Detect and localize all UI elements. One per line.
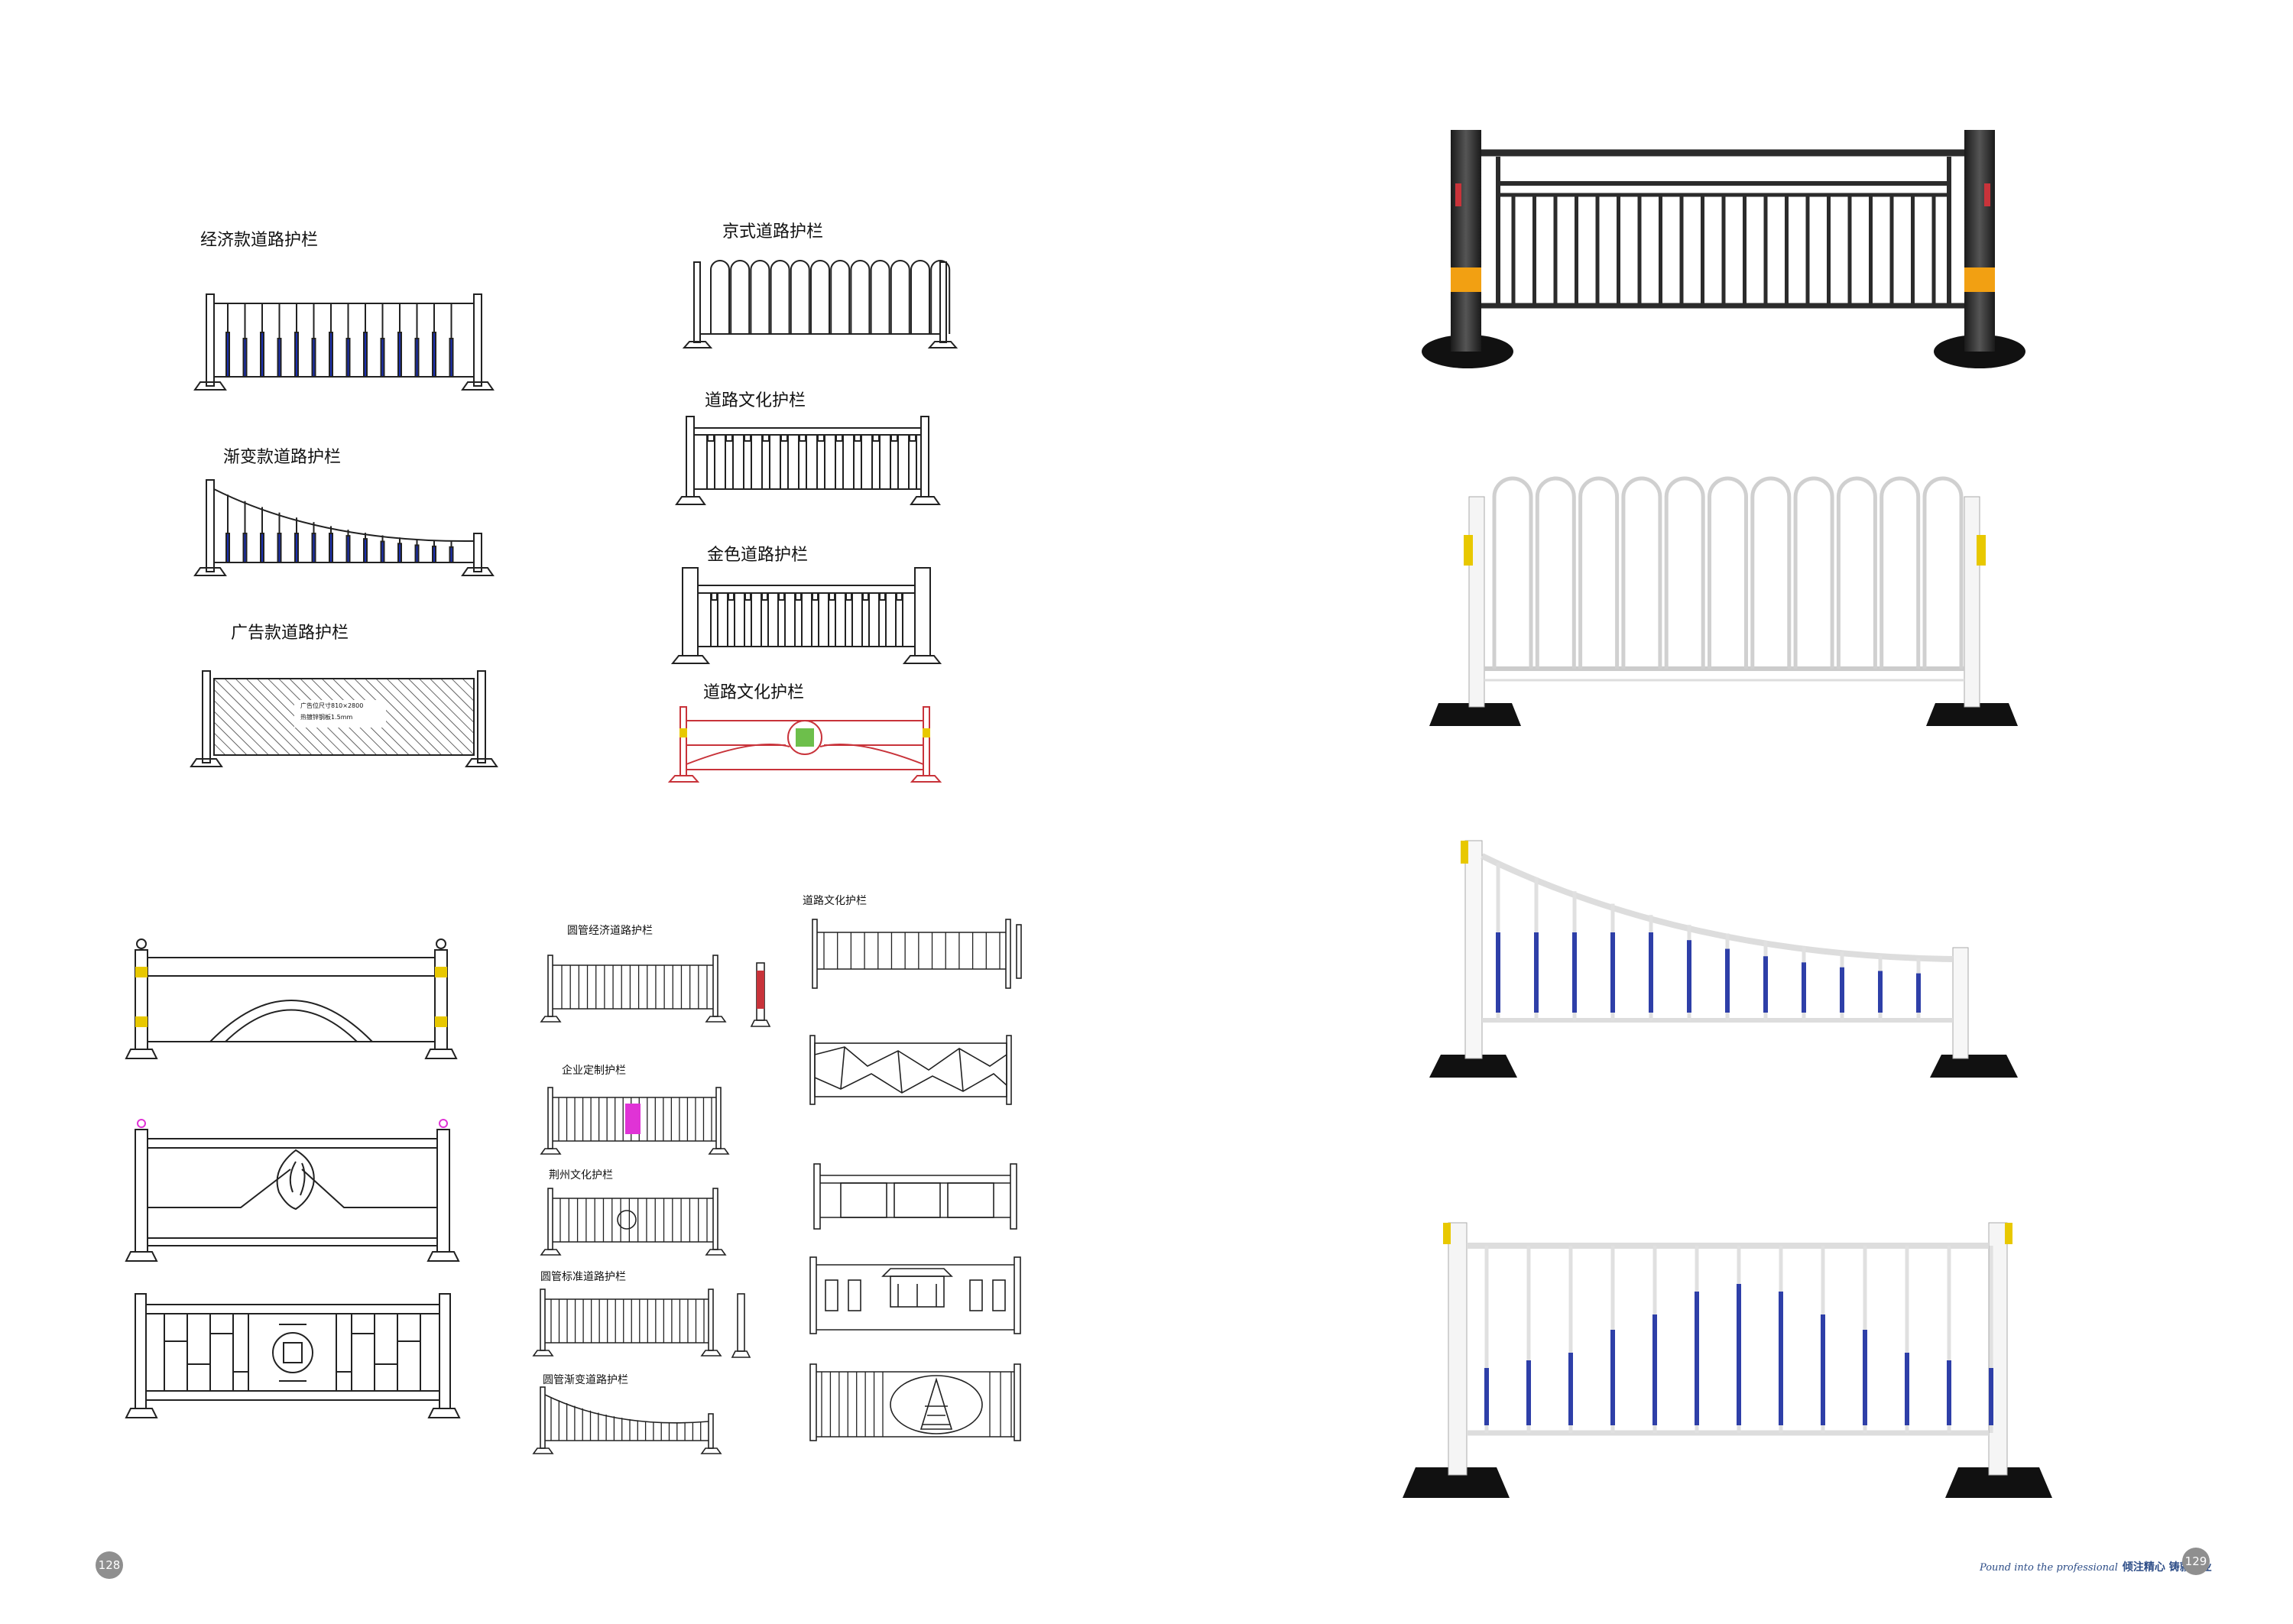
drawing-advert-guardrail: 广告位尺寸810×2800 热镀锌钢板1.5mm [187,663,508,778]
label-culture-guardrail-3: 道路文化护栏 [803,895,867,907]
drawing-economy-guardrail [191,287,504,401]
label-jingzhou-guardrail: 荆州文化护栏 [549,1169,613,1182]
drawing-round-standard-guardrail [531,1285,726,1362]
label-round-economy-guardrail: 圆管经济道路护栏 [567,925,653,937]
label-culture-guardrail-1: 道路文化护栏 [705,391,806,410]
drawing-enterprise-guardrail [539,1084,734,1160]
drawing-culture-guardrail-red [663,699,946,787]
label-enterprise-guardrail: 企业定制护栏 [562,1065,626,1077]
left-page: 经济款道路护栏 渐变款道路护栏 [0,0,1146,1624]
slogan-english: Pound into the professional [1980,1562,2118,1574]
drawing-round-economy-guardrail [539,951,730,1028]
drawing-post-red-reflector [745,959,776,1032]
drawing-round-gradient-guardrail [531,1383,726,1460]
advert-material-text: 热镀锌钢板1.5mm [300,714,353,721]
drawing-cracked-pattern-guardrail [806,1032,1020,1112]
photo-standard-blue-guardrail [1399,1207,2056,1513]
drawing-panel-guardrail [810,1160,1024,1237]
label-economy-guardrail: 经济款道路护栏 [200,231,319,250]
drawing-culture-guardrail-1 [673,409,944,508]
drawing-flame-guardrail [125,1116,470,1269]
drawing-gradient-guardrail [191,472,504,587]
drawing-lattice-guardrail [125,1288,470,1425]
advert-size-text: 广告位尺寸810×2800 [300,702,364,709]
drawing-temple-guardrail [806,1253,1028,1341]
label-round-standard-guardrail: 圆管标准道路护栏 [540,1271,626,1283]
page-number-right: 129 [2182,1548,2210,1575]
label-culture-guardrail-2: 道路文化护栏 [703,683,805,702]
drawing-arch-guardrail [125,936,470,1066]
page-number-left: 128 [96,1551,123,1579]
photo-gradient-guardrail [1425,825,2022,1085]
drawing-beijing-guardrail [680,248,959,355]
photo-dark-guardrail [1414,122,2033,374]
drawing-culture-guardrail-3 [809,916,1030,996]
label-advert-guardrail: 广告款道路护栏 [231,624,349,643]
label-gold-guardrail: 金色道路护栏 [707,546,809,565]
label-beijing-guardrail: 京式道路护栏 [722,222,824,241]
drawing-gold-guardrail [669,564,944,671]
label-round-gradient-guardrail: 圆管渐变道路护栏 [543,1374,628,1386]
drawing-pagoda-guardrail [806,1360,1028,1448]
label-gradient-guardrail: 渐变款道路护栏 [223,448,342,467]
photo-white-beijing-guardrail [1422,466,2025,734]
drawing-jingzhou-guardrail [539,1185,730,1261]
drawing-post-plain [728,1290,754,1363]
